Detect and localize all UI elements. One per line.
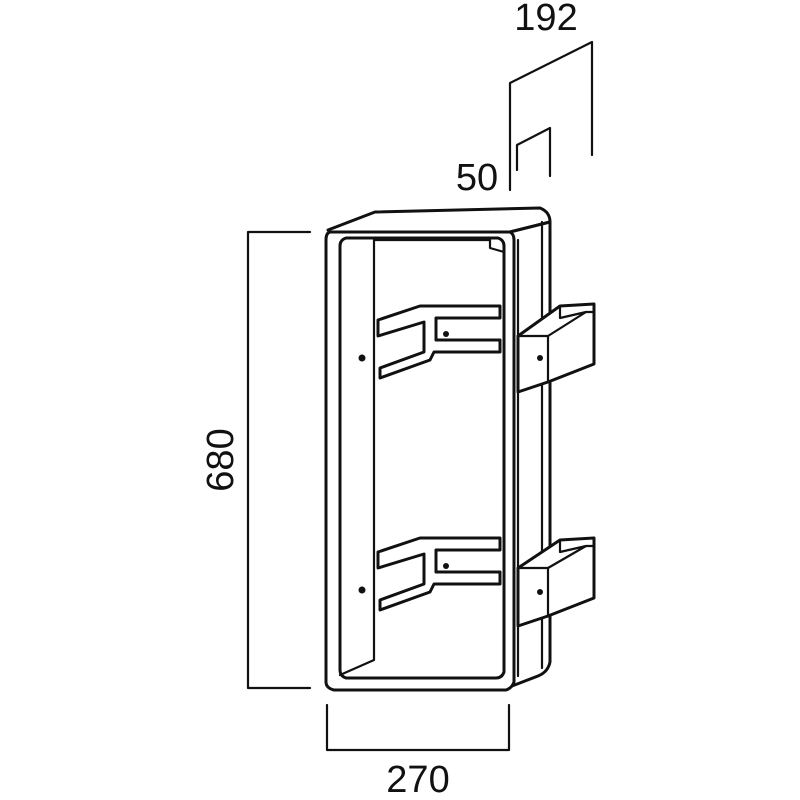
cabinet-inner-edge [338,236,506,680]
screw-left-upper [358,354,366,362]
width-dimension: 270 [325,703,511,800]
width-line [325,703,511,752]
width-label: 270 [386,759,449,800]
height-line [246,230,312,690]
height-label: 680 [200,428,242,491]
upper-inner-screw [443,331,449,337]
depth-dimension-192: 192 [508,0,594,192]
upper-plate-lip [558,304,588,320]
depth-50-label: 50 [456,157,498,199]
upper-bracket [376,302,596,394]
cabinet-inner-left-wall [338,238,376,677]
depth-192-label: 192 [514,0,577,39]
cabinet [324,206,552,692]
depth-dimension-50: 50 [456,126,552,199]
cabinet-inner-corner [488,238,506,254]
screw-left-lower [358,586,366,594]
upper-inner-rail [376,304,502,380]
height-dimension: 680 [200,230,312,690]
lower-inner-screw [443,563,449,569]
lower-bracket [376,536,596,628]
cabinet-front-frame [324,230,516,692]
lower-outer-screw [537,589,543,595]
lower-plate-lip [558,538,588,554]
upper-outer-screw [537,355,543,361]
depth-192-line [508,40,594,192]
depth-50-line [515,126,552,178]
lower-inner-rail [376,536,502,612]
